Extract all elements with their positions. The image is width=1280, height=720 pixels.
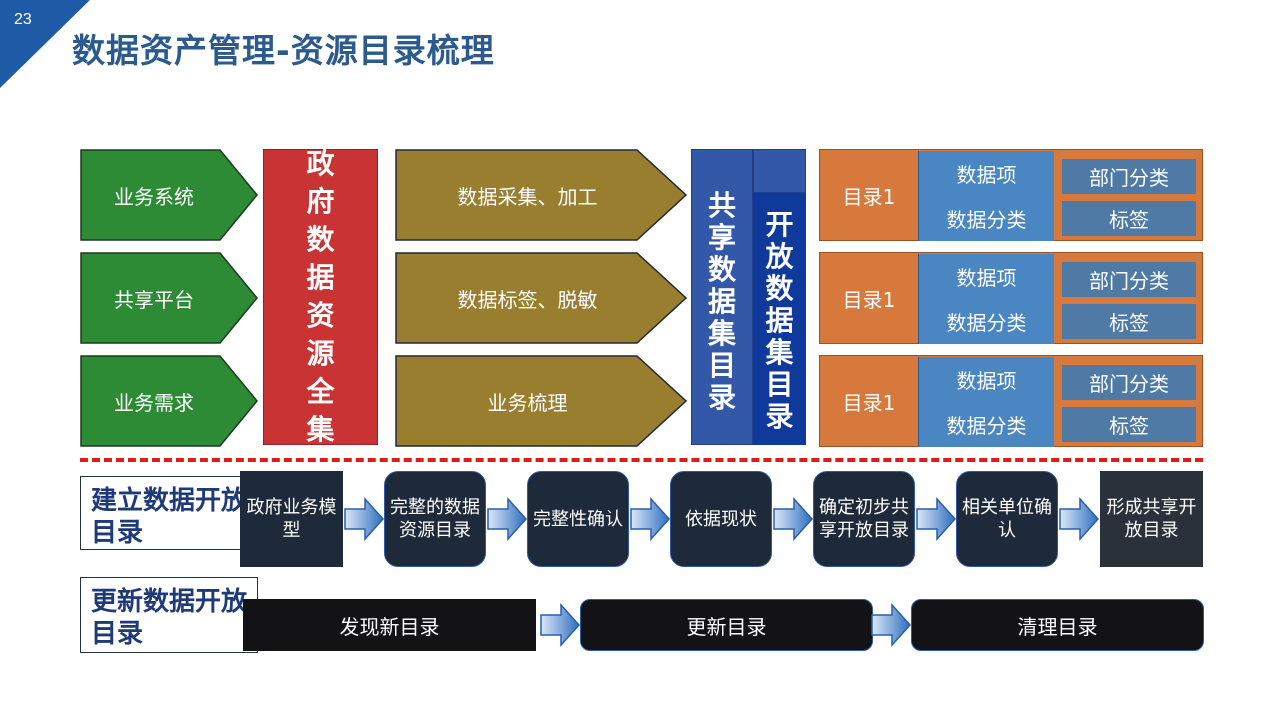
shared-char: 数 <box>707 253 736 286</box>
catalog-data-classify: 数据分类 <box>918 196 1054 241</box>
open-char: 目 <box>765 368 794 401</box>
catalog-label: 目录1 <box>842 390 896 415</box>
open-dataset-catalog: 开 放 数 据 集 目 录 <box>753 193 806 445</box>
source-business-demand: 业务需求 <box>80 355 258 447</box>
open-char: 数 <box>765 272 794 305</box>
shared-dataset-catalog: 共 享 数 据 集 目 录 <box>691 149 753 445</box>
catalog-block: 目录1 数据项 数据分类 部门分类 标签 <box>819 252 1203 344</box>
catalog-tag: 标签 <box>1062 407 1196 442</box>
catalog-data-classify: 数据分类 <box>918 299 1054 344</box>
build-catalog-label: 建立数据开放目录 <box>80 476 258 550</box>
shared-char: 据 <box>707 285 736 318</box>
pool-char: 数 <box>306 223 335 256</box>
dashed-divider <box>80 458 1203 462</box>
catalog-label: 目录1 <box>842 184 896 209</box>
process-label: 数据采集、加工 <box>457 184 598 209</box>
step-update-catalog: 更新目录 <box>580 599 873 651</box>
pool-char: 源 <box>306 337 335 370</box>
page-number: 23 <box>14 11 32 28</box>
catalog-dept-classify: 部门分类 <box>1062 159 1196 194</box>
source-business-system: 业务系统 <box>80 149 258 241</box>
source-shared-platform: 共享平台 <box>80 252 258 344</box>
government-data-resource-pool: 政 府 数 据 资 源 全 集 <box>263 147 378 446</box>
open-char: 放 <box>765 240 794 273</box>
catalog-block: 目录1 数据项 数据分类 部门分类 标签 <box>819 355 1203 447</box>
step-complete-resource-catalog: 完整的数据资源目录 <box>384 471 486 567</box>
open-char: 集 <box>765 336 794 369</box>
shared-char: 目 <box>707 349 736 382</box>
catalog-tag: 标签 <box>1062 304 1196 339</box>
pool-char: 全 <box>306 375 335 408</box>
open-char: 录 <box>765 400 794 433</box>
shared-char: 集 <box>707 317 736 350</box>
step-form-open-catalog: 形成共享开放目录 <box>1100 471 1203 567</box>
step-completeness-confirm: 完整性确认 <box>527 471 629 567</box>
open-char: 据 <box>765 304 794 337</box>
step-gov-business-model: 政府业务模型 <box>240 471 343 567</box>
catalog-data-item: 数据项 <box>918 151 1054 196</box>
flow-arrow-icon <box>871 603 912 647</box>
source-label: 共享平台 <box>114 287 194 312</box>
step-preliminary-open-catalog: 确定初步共享开放目录 <box>813 471 915 567</box>
catalog-data-classify: 数据分类 <box>918 402 1054 447</box>
update-catalog-label: 更新数据开放目录 <box>80 577 258 653</box>
pool-char: 资 <box>306 299 335 332</box>
catalog-data-item: 数据项 <box>918 254 1054 299</box>
flow-arrow-icon <box>540 603 581 647</box>
flow-arrow-icon <box>344 497 385 541</box>
flow-arrow-icon <box>1059 497 1100 541</box>
process-tag-desensitize: 数据标签、脱敏 <box>395 252 687 344</box>
catalog-dept-classify: 部门分类 <box>1062 365 1196 400</box>
process-label: 业务梳理 <box>487 390 568 415</box>
process-label: 数据标签、脱敏 <box>457 287 598 312</box>
flow-arrow-icon <box>916 497 957 541</box>
step-clean-catalog: 清理目录 <box>911 599 1204 651</box>
step-unit-confirm: 相关单位确认 <box>956 471 1058 567</box>
process-business-review: 业务梳理 <box>395 355 687 447</box>
catalog-tag: 标签 <box>1062 201 1196 236</box>
catalog-dept-classify: 部门分类 <box>1062 262 1196 297</box>
shared-char: 录 <box>707 381 736 414</box>
pool-char: 政 <box>306 147 335 180</box>
page-title: 数据资产管理-资源目录梳理 <box>72 31 495 70</box>
step-discover-new-catalog: 发现新目录 <box>243 599 536 651</box>
pool-char: 集 <box>306 413 335 446</box>
pool-char: 府 <box>306 185 335 218</box>
flow-arrow-icon <box>773 497 814 541</box>
catalog-block: 目录1 数据项 数据分类 部门分类 标签 <box>819 149 1203 241</box>
open-char: 开 <box>765 208 794 241</box>
shared-char: 共 <box>707 189 736 222</box>
pool-char: 据 <box>306 261 335 294</box>
step-based-on-status: 依据现状 <box>670 471 772 567</box>
open-column-header <box>753 149 806 193</box>
process-collect-process: 数据采集、加工 <box>395 149 687 241</box>
flow-arrow-icon <box>487 497 528 541</box>
catalog-label: 目录1 <box>842 287 896 312</box>
corner-triangle <box>0 0 90 88</box>
shared-char: 享 <box>707 221 736 254</box>
source-label: 业务需求 <box>114 390 194 415</box>
catalog-data-item: 数据项 <box>918 357 1054 402</box>
source-label: 业务系统 <box>114 184 194 209</box>
flow-arrow-icon <box>630 497 671 541</box>
